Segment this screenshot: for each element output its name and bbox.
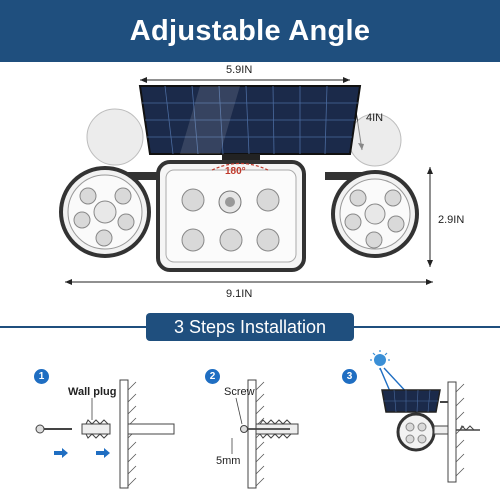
step-3-illustration: [370, 350, 480, 483]
step-2-illustration: [231, 379, 299, 489]
installation-steps: [35, 350, 480, 489]
rotation-label: 180°: [225, 166, 246, 177]
screw-size-label: 5mm: [216, 455, 241, 467]
arrow-icon: [96, 448, 110, 458]
right-light-head: [331, 170, 419, 258]
width-bottom-label: 9.1IN: [226, 288, 253, 300]
rear-light-heads: [86, 108, 402, 167]
center-light-head: [156, 160, 306, 272]
width-bottom-dimension: [65, 279, 433, 285]
product-drawing: [59, 77, 433, 285]
step-2-badge: 2: [205, 369, 220, 384]
sun-icon: [374, 354, 386, 366]
arrow-icon: [54, 448, 68, 458]
step-1-badge: 1: [34, 369, 49, 384]
section-title: 3 Steps Installation: [173, 316, 327, 337]
right-arm: [325, 172, 370, 180]
step-3-badge: 3: [342, 369, 357, 384]
product-illustration: 5.9IN 4IN 2.9IN 9.1IN 180°: [0, 62, 500, 312]
width-top-label: 5.9IN: [226, 64, 253, 76]
step-1-illustration: [35, 379, 175, 489]
section-header: 3 Steps Installation: [146, 313, 354, 341]
wall-plug-label: Wall plug: [68, 386, 117, 398]
rotation-arc: [211, 162, 269, 171]
screw-label: Screw: [224, 386, 255, 398]
left-light-head: [59, 166, 151, 258]
width-top-dimension: [140, 77, 350, 83]
depth-label: 4IN: [366, 112, 384, 124]
height-dimension: [427, 167, 433, 267]
page-title: Adjustable Angle: [129, 14, 371, 47]
solar-panel: [138, 85, 362, 155]
header-banner: Adjustable Angle: [0, 0, 500, 62]
left-arm: [120, 172, 165, 180]
height-label: 2.9IN: [438, 214, 465, 226]
